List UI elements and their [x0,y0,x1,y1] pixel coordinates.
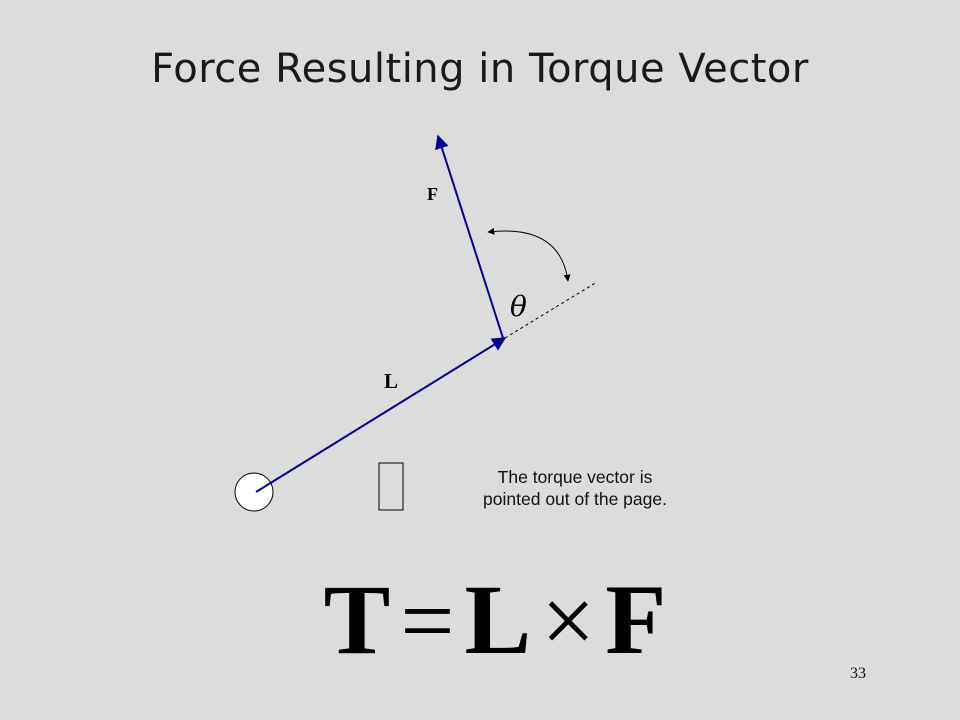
formula-times: × [541,567,596,674]
torque-direction-note: The torque vector is pointed out of the … [440,466,710,510]
lever-label: L [384,369,398,393]
force-label: F [427,184,438,204]
formula-equals: = [400,567,455,674]
force-vector [435,134,504,339]
out-of-page-symbol-icon [378,462,404,511]
torque-formula: T=L×F [0,562,960,677]
note-line-1: The torque vector is [497,467,653,487]
note-line-2: pointed out of the page. [483,489,667,509]
page-number: 33 [850,665,866,682]
formula-lever: L [464,564,532,675]
pivot-circle-icon [234,472,274,512]
formula-torque: T [323,564,391,675]
slide-title: Force Resulting in Torque Vector [151,46,809,92]
formula-force: F [605,564,667,675]
angle-arc-icon [487,227,571,282]
angle-label: θ [510,290,527,323]
lever-arm-vector [255,337,507,493]
